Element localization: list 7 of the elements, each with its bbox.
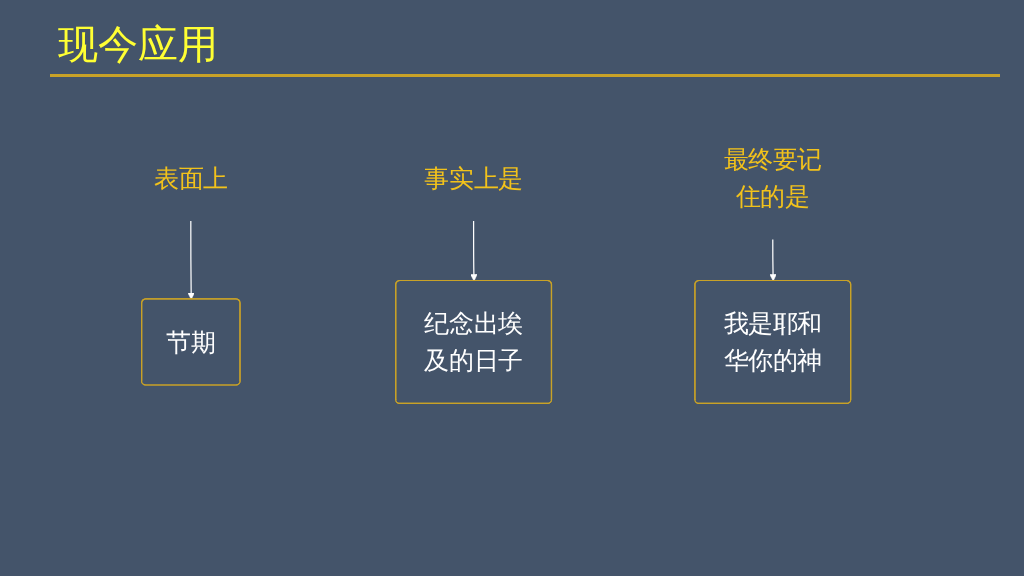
- slide-title: 现今应用: [58, 20, 218, 69]
- node-text: 表面上: [153, 163, 228, 193]
- node-text: 事实上是: [424, 163, 523, 193]
- node-text: 最终要记住的是: [723, 145, 822, 211]
- arrow: [769, 238, 777, 282]
- arrow: [187, 220, 195, 300]
- arrow: [470, 220, 478, 282]
